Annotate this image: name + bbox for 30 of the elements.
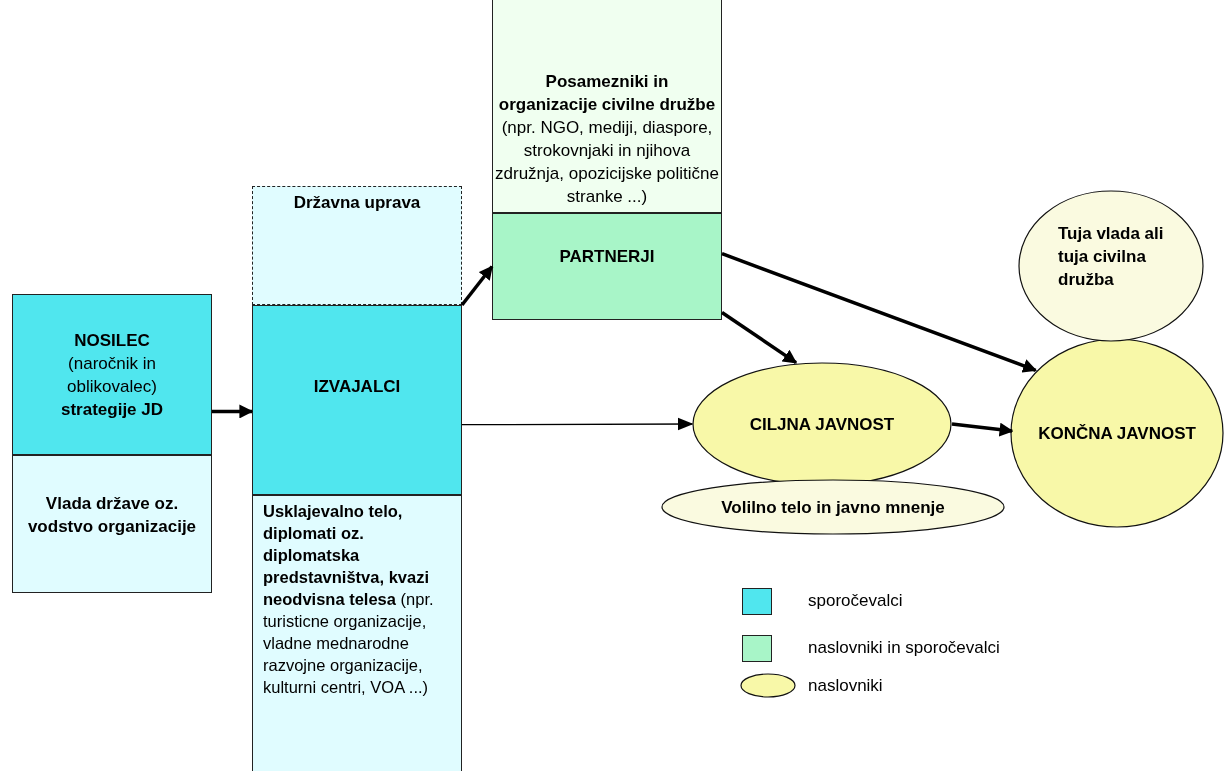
arrow bbox=[721, 311, 798, 365]
sender-box bbox=[252, 305, 462, 495]
box-text: Državna uprava bbox=[293, 192, 421, 214]
partner-box bbox=[492, 213, 722, 320]
arrow bbox=[461, 417, 694, 431]
arrow bbox=[460, 265, 494, 307]
sender-box bbox=[12, 294, 212, 455]
box-text: IZVAJALCI bbox=[313, 375, 401, 398]
box-text: Tuja vlada ali tuja civilna družba bbox=[1058, 222, 1165, 291]
audience-ellipse bbox=[661, 479, 1005, 535]
arrow bbox=[721, 252, 1037, 373]
box-text: Vlada države oz. vodstvo organizacije bbox=[26, 493, 198, 538]
box-text: PARTNERJI bbox=[559, 246, 655, 268]
process-box bbox=[12, 455, 212, 593]
box-heading: Posamezniki in organizacije civilne družbe bbox=[497, 71, 717, 116]
arrow bbox=[212, 404, 254, 419]
audience-ellipse bbox=[1018, 190, 1204, 342]
legend-label: sporočevalci bbox=[808, 591, 903, 611]
dashed-box bbox=[252, 186, 462, 305]
box-text: NOSILEC (naročnik in oblikovalec) strategije JD bbox=[59, 329, 164, 421]
box-text: (npr. NGO, mediji, diaspore, strokovnjaki in njihova združnja, opozicijske politične stranke ...) bbox=[495, 117, 719, 208]
box-text: Volilno telo in javno mnenje bbox=[721, 496, 945, 519]
partner-box bbox=[492, 0, 722, 213]
process-box bbox=[252, 495, 462, 771]
audience-ellipse bbox=[1010, 338, 1224, 528]
box-text: KONČNA JAVNOST bbox=[1038, 422, 1196, 445]
box-text: CILJNA JAVNOST bbox=[749, 413, 895, 436]
box-text: Usklajevalno telo, diplomati oz. diplomatska predstavništva, kvazi neodvisna telesa (npr. turisticne organizacije, vladne mednarodne razvojne organizacije, kulturni centri, VOA ...) bbox=[263, 501, 435, 698]
legend-label: naslovniki in sporočevalci bbox=[808, 638, 1000, 658]
legend-label: naslovniki bbox=[808, 676, 883, 696]
